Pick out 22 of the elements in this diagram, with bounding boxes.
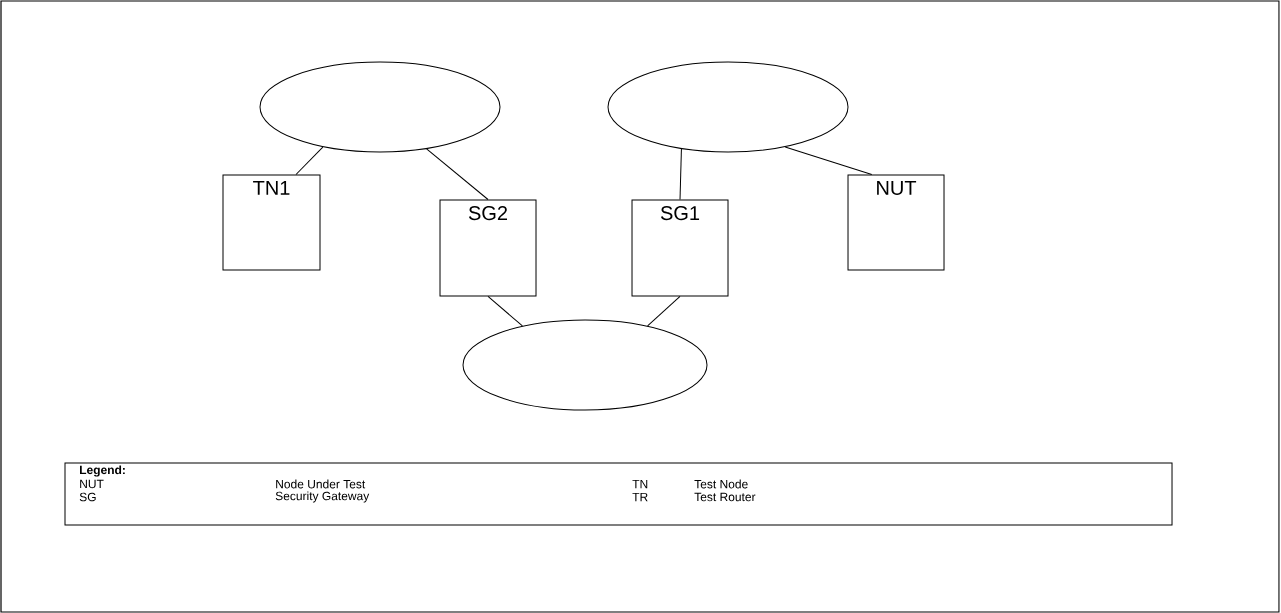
legend-text: Security Gateway [275,491,370,503]
connector-line [295,146,324,175]
node-box: NUT [847,174,945,271]
connector-line [679,148,682,200]
legend-text: Legend: [80,465,125,477]
node-box: SG1 [631,199,729,297]
node-box: TN1 [222,174,321,271]
connector-line [426,148,489,200]
legend-text: TR [632,492,648,502]
legend-text: Test Router [694,492,756,502]
network-ellipse [462,319,708,411]
connector-line [487,296,523,327]
network-ellipse [607,61,849,153]
network-ellipse [259,61,501,153]
legend-text: Test Node [694,479,748,489]
connector-line [784,146,873,175]
legend-text: TN [632,479,648,489]
legend-text: Node Under Test [276,479,366,489]
legend-text: SG [79,492,96,502]
node-box: SG2 [439,199,537,297]
connector-line [647,296,681,327]
legend-text: NUT [80,479,104,489]
